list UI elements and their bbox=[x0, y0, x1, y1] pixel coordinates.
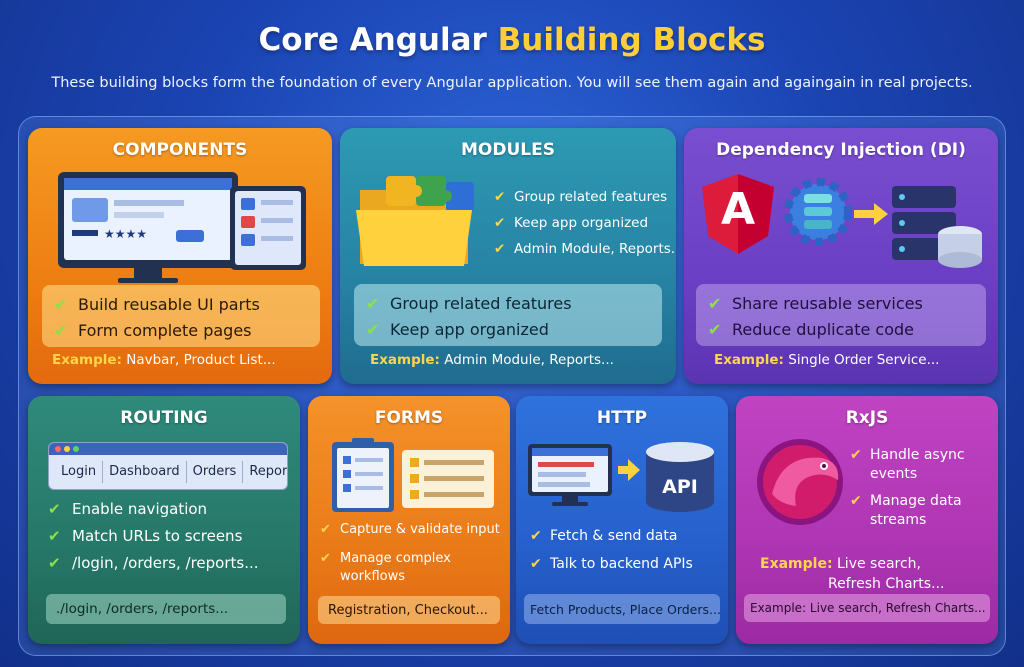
list-item: ✔Keep app organized bbox=[494, 210, 676, 236]
list-item: ✔Keep app organized bbox=[366, 316, 650, 344]
monitor-icon: ★★★★ bbox=[58, 172, 306, 283]
card-dependency-injection: Dependency Injection (DI) A ✔Share reusa… bbox=[684, 128, 998, 384]
check-icon: ✔ bbox=[530, 556, 542, 572]
check-icon: ✔ bbox=[48, 527, 61, 545]
forms-example-bar: Registration, Checkout... bbox=[318, 596, 500, 624]
card-routing: ROUTING Login Dashboard Orders Reports ✔… bbox=[28, 396, 300, 644]
nav-tab-login[interactable]: Login bbox=[55, 461, 104, 483]
check-icon: ✔ bbox=[48, 500, 61, 518]
list-item: ✔Manage data streams bbox=[850, 493, 962, 528]
check-icon: ✔ bbox=[494, 189, 506, 205]
nav-tab-orders[interactable]: Orders bbox=[187, 461, 244, 483]
check-icon: ✔ bbox=[850, 447, 862, 463]
list-item: ✔Reduce duplicate code bbox=[708, 316, 974, 344]
page-subtitle: These building blocks form the foundatio… bbox=[51, 75, 973, 91]
nav-tab-reports[interactable]: Reports bbox=[249, 464, 288, 479]
card-title: ROUTING bbox=[120, 408, 208, 428]
modules-panel: ✔Group related features ✔Keep app organi… bbox=[354, 284, 662, 346]
list-item: ✔Manage complex workflows bbox=[320, 551, 451, 584]
components-panel: ✔Build reusable UI parts ✔Form complete … bbox=[42, 285, 320, 347]
gear-service-icon bbox=[784, 178, 982, 268]
routing-example-bar: ./login, /orders, /reports... bbox=[46, 594, 286, 624]
check-icon: ✔ bbox=[708, 294, 722, 313]
nav-tab-dashboard[interactable]: Dashboard bbox=[103, 461, 187, 483]
check-icon: ✔ bbox=[54, 295, 68, 314]
rxjs-example-bar: Example: Live search, Refresh Charts... bbox=[744, 594, 990, 622]
title-highlight: Building Blocks bbox=[497, 22, 766, 58]
forms-list: ✔Capture & validate input ✔Manage comple… bbox=[320, 520, 504, 586]
check-icon: ✔ bbox=[494, 241, 506, 257]
api-server-icon bbox=[528, 442, 714, 512]
routing-list: ✔Enable navigation ✔Match URLs to screen… bbox=[48, 496, 259, 577]
http-list: ✔Fetch & send data ✔Talk to backend APIs bbox=[530, 522, 693, 578]
angular-logo-icon bbox=[702, 174, 774, 254]
list-item: ✔Form complete pages bbox=[54, 317, 308, 345]
check-icon: ✔ bbox=[366, 294, 380, 313]
list-item: ✔Build reusable UI parts bbox=[54, 291, 308, 319]
di-example: Example: Single Order Service... bbox=[714, 352, 940, 368]
list-item: ✔Talk to backend APIs bbox=[530, 550, 693, 578]
page-title: Core Angular Building Blocks bbox=[0, 22, 1024, 58]
browser-mockup: Login Dashboard Orders Reports bbox=[48, 442, 288, 490]
check-icon: ✔ bbox=[850, 493, 862, 509]
check-icon: ✔ bbox=[320, 522, 331, 537]
list-item: ✔Admin Module, Reports.. bbox=[494, 236, 676, 262]
card-title: MODULES bbox=[461, 140, 555, 160]
card-rxjs: RxJS ✔Handle async events ✔Manage data s… bbox=[736, 396, 998, 644]
list-item: ✔Match URLs to screens bbox=[48, 523, 259, 550]
svg-text:★★★★: ★★★★ bbox=[104, 227, 147, 241]
check-icon: ✔ bbox=[494, 215, 506, 231]
list-item: ✔Share reusable services bbox=[708, 290, 974, 318]
modules-example: Example: Admin Module, Reports... bbox=[370, 352, 614, 368]
rxjs-list: ✔Handle async events ✔Manage data stream… bbox=[850, 446, 990, 530]
list-item: ✔Fetch & send data bbox=[530, 522, 693, 550]
check-icon: ✔ bbox=[530, 528, 542, 544]
list-item: ✔Enable navigation bbox=[48, 496, 259, 523]
http-example-bar: Fetch Products, Place Orders... bbox=[524, 594, 721, 624]
card-title: HTTP bbox=[596, 408, 648, 428]
card-title: COMPONENTS bbox=[112, 140, 248, 160]
card-http: HTTP API ✔Fetch & send data ✔Talk to bac… bbox=[516, 396, 728, 644]
rxjs-logo-icon bbox=[757, 439, 843, 525]
check-icon: ✔ bbox=[48, 554, 61, 572]
rxjs-example: Example: Live search, Refresh Charts... bbox=[760, 556, 945, 592]
title-part1: Core Angular bbox=[258, 22, 487, 58]
api-label: API bbox=[662, 476, 698, 498]
card-title: Dependency Injection (DI) bbox=[716, 140, 966, 160]
modules-side-list: ✔Group related features ✔Keep app organi… bbox=[494, 184, 676, 262]
angular-logo-letter: A bbox=[720, 184, 756, 235]
card-forms: FORMS ✔Capture & validate input ✔Manage … bbox=[308, 396, 510, 644]
list-item: ✔Capture & validate input bbox=[320, 520, 504, 540]
components-example: Example: Navbar, Product List... bbox=[52, 352, 276, 368]
check-icon: ✔ bbox=[320, 551, 331, 566]
card-modules: MODULES ✔Group related features ✔Keep ap… bbox=[340, 128, 676, 384]
check-icon: ✔ bbox=[366, 320, 380, 339]
clipboard-form-icon bbox=[332, 438, 494, 512]
di-panel: ✔Share reusable services ✔Reduce duplica… bbox=[696, 284, 986, 346]
card-title: RxJS bbox=[845, 408, 889, 428]
check-icon: ✔ bbox=[708, 320, 722, 339]
check-icon: ✔ bbox=[54, 321, 68, 340]
folder-icon bbox=[356, 176, 474, 266]
card-title: FORMS bbox=[374, 408, 444, 428]
list-item: ✔Group related features bbox=[366, 290, 650, 318]
list-item: ✔Group related features bbox=[494, 184, 676, 210]
list-item: ✔Handle async events bbox=[850, 447, 965, 482]
card-components: COMPONENTS ★★★★ ✔Build reusable UI parts… bbox=[28, 128, 332, 384]
list-item: ✔/login, /orders, /reports... bbox=[48, 550, 259, 577]
